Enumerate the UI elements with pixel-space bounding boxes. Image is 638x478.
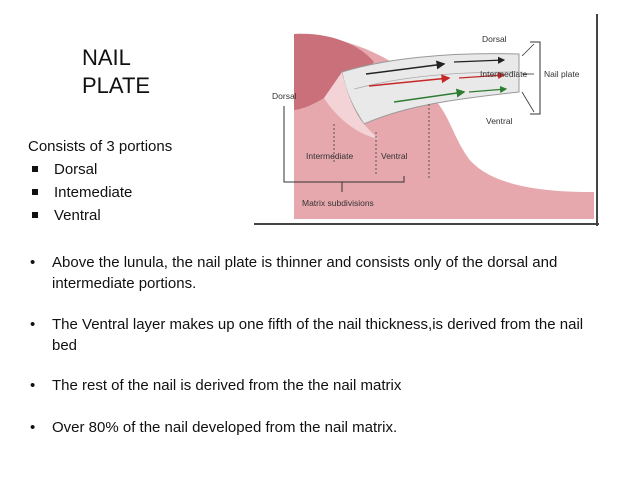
dorsal-growth-arrow	[453, 56, 506, 64]
square-bullet-icon	[32, 212, 38, 218]
ventral-growth-arrow	[393, 88, 466, 103]
bullet-list: •Above the lunula, the nail plate is thi…	[28, 252, 608, 438]
round-bullet-icon: •	[30, 316, 36, 333]
portion-item: Dorsal	[28, 158, 132, 181]
proximal-fold	[294, 33, 374, 110]
label-intermediate-right: Intermediate	[480, 69, 528, 79]
nail-diagram-svg: Dorsal Intermediate Nail plate Ventral D…	[254, 14, 599, 226]
label-matrix-subdivisions: Matrix subdivisions	[302, 198, 374, 208]
nail-diagram: Dorsal Intermediate Nail plate Ventral D…	[254, 14, 600, 228]
portion-item: Ventral	[28, 204, 132, 227]
round-bullet-icon: •	[30, 377, 36, 394]
ventral-pointer-line	[521, 91, 535, 113]
label-nail-plate: Nail plate	[544, 69, 580, 79]
matrix-region	[324, 72, 379, 139]
intermediate-growth-arrow	[458, 71, 506, 79]
bullet-item: •The rest of the nail is derived from th…	[30, 377, 402, 394]
portion-list: Dorsal Intemediate Ventral	[28, 158, 132, 227]
title-line-2: PLATE	[82, 73, 151, 98]
square-bullet-icon	[32, 189, 38, 195]
round-bullet-icon: •	[30, 254, 36, 271]
square-bullet-icon	[32, 166, 38, 172]
nail-plate-layer-line	[353, 71, 520, 90]
matrix-bracket	[283, 106, 405, 183]
bullet-item: •Above the lunula, the nail plate is thi…	[30, 254, 558, 292]
ventral-growth-arrow	[468, 85, 508, 94]
bullet-item: •The Ventral layer makes up one fifth of…	[30, 316, 584, 354]
label-intermediate-bottom: Intermediate	[306, 151, 354, 161]
nail-plate-bracket	[530, 41, 541, 115]
label-ventral-bottom: Ventral	[381, 151, 408, 161]
label-dorsal-left: Dorsal	[272, 91, 297, 101]
dorsal-pointer-line	[521, 43, 535, 57]
label-ventral-right: Ventral	[486, 116, 513, 126]
slide-title: NAIL PLATE	[82, 44, 150, 100]
bullet-item: •Over 80% of the nail developed from the…	[30, 419, 398, 436]
label-dorsal-top: Dorsal	[482, 34, 507, 44]
intermediate-growth-arrow	[368, 74, 451, 87]
intro-text: Consists of 3 portions	[28, 138, 173, 155]
dorsal-growth-arrow	[365, 60, 446, 75]
round-bullet-icon: •	[30, 419, 36, 436]
title-line-1: NAIL	[82, 45, 131, 70]
portion-item: Intemediate	[28, 181, 132, 204]
